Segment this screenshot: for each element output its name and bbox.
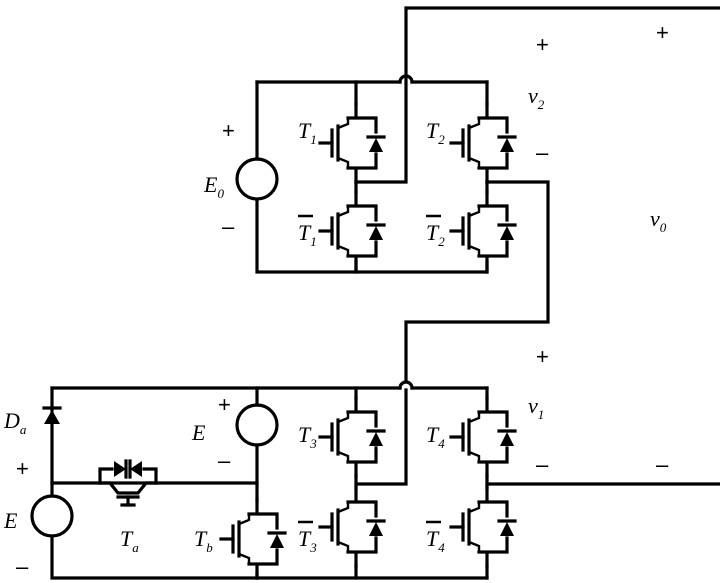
polarity-signs: + – + – + + – – + – + – bbox=[16, 20, 669, 579]
igbt-T1-bar bbox=[318, 190, 386, 272]
igbt-T2-bar bbox=[449, 190, 517, 272]
upper-bridge bbox=[235, 6, 720, 382]
plus-sign-v1: + bbox=[536, 344, 549, 369]
igbt-T3-bar bbox=[318, 486, 386, 568]
igbt-T4 bbox=[449, 396, 517, 478]
label-T4-bar: T4 bbox=[426, 526, 445, 555]
plus-sign-v0: + bbox=[656, 20, 669, 45]
label-Da: Da bbox=[3, 408, 27, 437]
plus-sign-E-left: + bbox=[16, 456, 29, 481]
igbt-T2 bbox=[449, 102, 517, 184]
label-v1: v1 bbox=[528, 393, 544, 422]
label-Tb: Tb bbox=[194, 526, 213, 555]
label-Ta: Ta bbox=[120, 526, 139, 555]
label-T4: T4 bbox=[426, 422, 445, 451]
igbt-Tb bbox=[219, 498, 287, 580]
label-T2: T2 bbox=[426, 118, 445, 147]
component-labels: T1 T2 T1 T2 T3 T4 T3 T4 Ta Tb Da E0 E E … bbox=[3, 83, 667, 555]
label-v0: v0 bbox=[650, 206, 667, 235]
label-E0: E0 bbox=[203, 172, 224, 201]
label-v2: v2 bbox=[528, 83, 545, 112]
igbt-T3 bbox=[318, 396, 386, 478]
minus-sign-E0: – bbox=[222, 214, 235, 239]
label-T1: T1 bbox=[298, 118, 317, 147]
plus-sign-v2: + bbox=[536, 32, 549, 57]
igbt-T4-bar bbox=[449, 486, 517, 568]
minus-sign-v2: – bbox=[536, 140, 549, 165]
minus-sign-E-left: – bbox=[16, 554, 29, 579]
minus-sign-v1: – bbox=[536, 452, 549, 477]
plus-sign-E0: + bbox=[222, 118, 235, 143]
label-T3-bar: T3 bbox=[298, 526, 317, 555]
label-T2-bar: T2 bbox=[426, 220, 445, 249]
minus-sign-E-mid: – bbox=[218, 448, 231, 473]
label-E-left: E bbox=[3, 508, 18, 533]
label-E-mid: E bbox=[191, 420, 206, 445]
diode-Da bbox=[42, 406, 62, 424]
minus-sign-v0: – bbox=[656, 452, 669, 477]
label-T3: T3 bbox=[298, 422, 317, 451]
plus-sign-E-mid: + bbox=[218, 392, 231, 417]
label-T1-bar: T1 bbox=[298, 220, 317, 249]
lower-bridge bbox=[30, 380, 720, 580]
igbt-T1 bbox=[318, 102, 386, 184]
